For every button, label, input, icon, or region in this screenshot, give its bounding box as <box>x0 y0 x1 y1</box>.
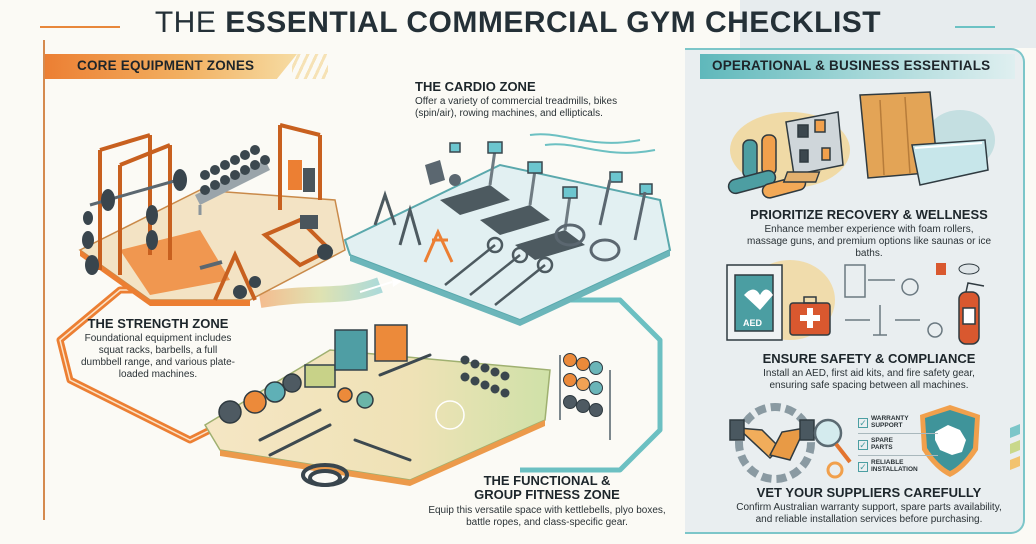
resistance-band-icon <box>258 353 432 462</box>
safety-illustration: AED <box>726 260 985 345</box>
handshake-icon <box>729 419 815 461</box>
safety-text: ENSURE SAFETY & COMPLIANCE Install an AE… <box>706 351 1032 392</box>
motion-swoosh-icon <box>529 133 656 154</box>
plate-loaded-machine-icon <box>199 250 261 301</box>
cardio-zone-illustration <box>343 133 672 326</box>
title-rule-right <box>955 26 995 28</box>
recovery-description: Enhance member experience with foam roll… <box>746 224 992 260</box>
checklist-line: PARTS <box>871 443 893 451</box>
massage-gun-shelf-icon <box>785 111 844 176</box>
rowing-machine-icon <box>444 236 554 306</box>
spin-bike-orange-icon <box>423 228 454 263</box>
cardio-zone-title: THE CARDIO ZONE <box>415 79 536 94</box>
functional-zone-text: THE FUNCTIONAL & GROUP FITNESS ZONE Equi… <box>422 473 672 529</box>
machine-spacing-icon <box>844 264 943 338</box>
safety-description: Install an AED, first aid kits, and fire… <box>763 368 975 392</box>
core-zones-banner-label: CORE EQUIPMENT ZONES <box>77 58 255 73</box>
connector-path <box>258 277 383 308</box>
kettlebell-icon <box>218 373 374 424</box>
strength-zone-text: THE STRENGTH ZONE Foundational equipment… <box>78 316 238 381</box>
strength-zone-title: THE STRENGTH ZONE <box>87 316 229 331</box>
arrow-head-icon <box>392 278 402 287</box>
plyo-box-icon <box>304 324 408 388</box>
suppliers-description: Confirm Australian warranty support, spa… <box>736 502 1002 526</box>
core-zones-banner <box>45 54 297 79</box>
recovery-text: PRIORITIZE RECOVERY & WELLNESS Enhance m… <box>706 207 1032 260</box>
supplier-checklist: ✓ WARRANTY SUPPORT ✓ SPARE PARTS ✓ RELIA… <box>858 412 938 478</box>
recovery-title: PRIORITIZE RECOVERY & WELLNESS <box>750 207 988 222</box>
checklist-line: INSTALLATION <box>871 466 918 473</box>
medicine-ball-rack-icon <box>559 355 611 440</box>
checklist-item: ✓ WARRANTY SUPPORT <box>858 412 938 434</box>
functional-zone-title-line2: GROUP FITNESS ZONE <box>474 487 620 503</box>
cable-seat <box>288 160 302 190</box>
safety-title: ENSURE SAFETY & COMPLIANCE <box>762 351 976 366</box>
suppliers-title: VET YOUR SUPPLIERS CAREFULLY <box>756 485 982 500</box>
strength-zone-description: Foundational equipment includes squat ra… <box>81 333 235 381</box>
checkbox-checked-icon: ✓ <box>858 417 868 428</box>
weight-plates-icon <box>82 169 187 275</box>
checkbox-checked-icon: ✓ <box>858 462 868 472</box>
aed-cabinet-icon <box>726 264 783 341</box>
elliptical-icon <box>554 179 647 262</box>
page-title: THE ESSENTIAL COMMERCIAL GYM CHECKLIST <box>0 6 1036 40</box>
banner-stripes <box>292 54 328 79</box>
cardio-zone-text: THE CARDIO ZONE Offer a variety of comme… <box>415 79 655 120</box>
checklist-line: RELIABLE <box>871 459 904 467</box>
checklist-line: WARRANTY <box>871 414 909 422</box>
checklist-item: ✓ RELIABLE INSTALLATION <box>858 456 938 478</box>
functional-zone-path <box>520 297 663 473</box>
checklist-item: ✓ SPARE PARTS <box>858 434 938 456</box>
strength-zone-illustration <box>78 123 346 306</box>
operational-banner <box>700 54 1015 79</box>
checkbox-checked-icon: ✓ <box>858 439 868 450</box>
fire-sign-icon <box>936 263 946 275</box>
magnifying-glass-icon <box>813 418 852 464</box>
arrow-icon <box>359 281 393 293</box>
functional-zone-description: Equip this versatile space with kettlebe… <box>428 504 666 528</box>
right-header-bg <box>740 0 1036 48</box>
suppliers-illustration <box>729 403 1020 483</box>
leg-press-icon <box>261 215 334 268</box>
weight-stack <box>303 168 315 192</box>
left-guide-line <box>43 40 45 520</box>
recovery-illustration <box>727 91 995 199</box>
cardio-zone-description: Offer a variety of commercial treadmills… <box>415 96 618 120</box>
title-main: ESSENTIAL COMMERCIAL GYM CHECKLIST <box>225 6 882 39</box>
spin-bike-icon <box>373 190 422 246</box>
title-rule-left <box>40 26 120 28</box>
medicine-balls <box>563 353 603 417</box>
operational-banner-label: OPERATIONAL & BUSINESS ESSENTIALS <box>712 58 991 73</box>
gear-icon <box>735 403 815 483</box>
recumbent-bike-icon <box>425 160 461 186</box>
functional-dumbbell-rack-icon <box>460 355 510 398</box>
battle-rope-icon <box>301 463 349 487</box>
checklist-line: SUPPORT <box>871 421 903 429</box>
fire-extinguisher-icon <box>958 282 985 345</box>
suppliers-text: VET YOUR SUPPLIERS CAREFULLY Confirm Aus… <box>706 485 1032 526</box>
court-circle <box>435 400 465 430</box>
ice-bath-icon <box>911 139 989 186</box>
small-gear-icon <box>826 461 844 479</box>
smoke-detector-icon <box>958 263 980 275</box>
screen-icons <box>449 141 653 199</box>
functional-zone-illustration <box>203 324 611 487</box>
dumbbell-rack-icon <box>195 145 270 215</box>
aed-label: AED <box>743 318 763 328</box>
checklist-line: SPARE <box>871 436 893 444</box>
title-prefix: THE <box>154 6 217 39</box>
australia-shield-icon <box>920 405 980 477</box>
treadmill-icon <box>440 185 585 260</box>
corner-stripes <box>1010 424 1020 470</box>
cable-machine-icon <box>278 123 322 210</box>
functional-zone-title-line1: THE FUNCTIONAL & <box>483 473 611 488</box>
first-aid-kit-icon <box>789 296 831 336</box>
